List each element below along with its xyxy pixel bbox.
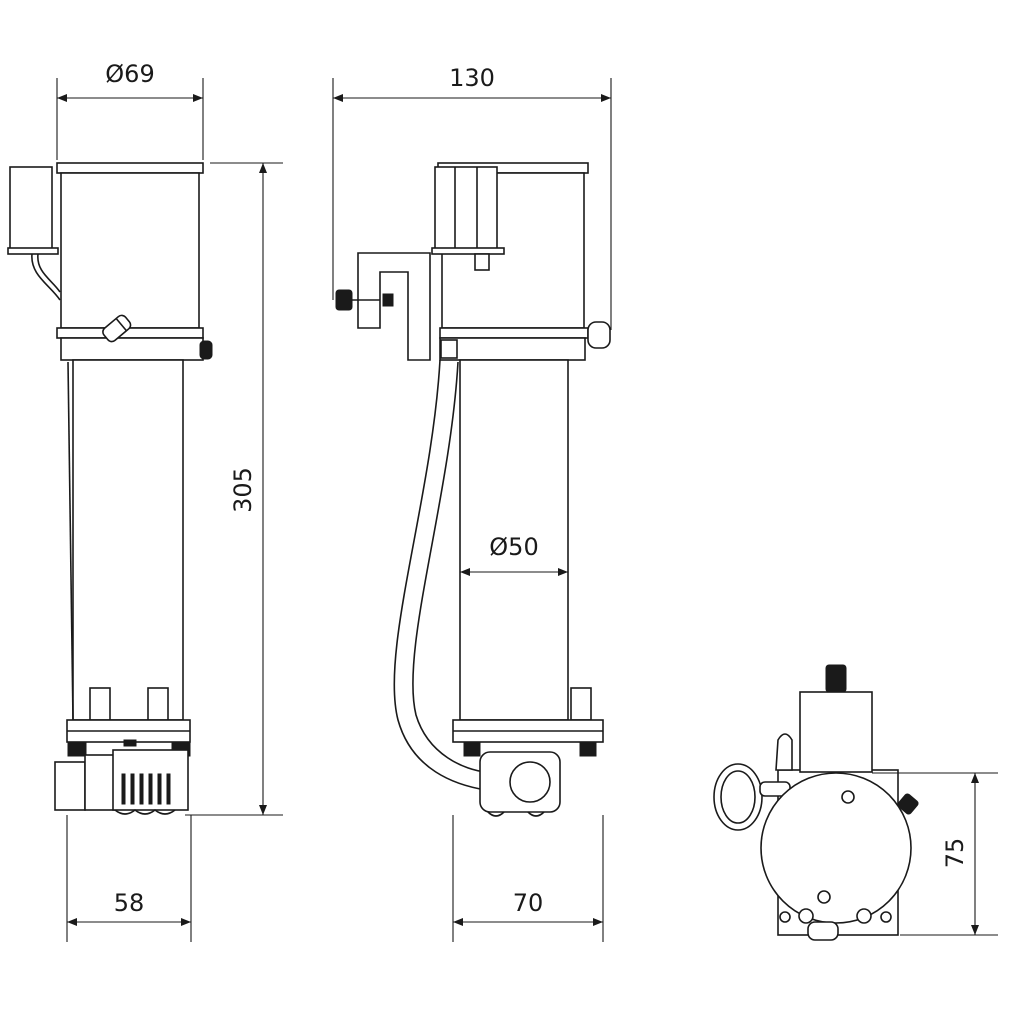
dim-base-depth: 75 (941, 838, 969, 869)
dim-base-width-side: 58 (114, 889, 145, 917)
dimension-lines (56, 78, 998, 942)
side-view (7, 162, 213, 815)
dim-top-diameter: Ø69 (105, 60, 154, 88)
dim-tube-diameter: Ø50 (489, 533, 538, 561)
front-view (335, 162, 611, 817)
top-view (713, 664, 919, 941)
dim-height: 305 (229, 467, 257, 513)
dim-total-width: 130 (449, 64, 495, 92)
dim-base-width-front: 70 (513, 889, 544, 917)
